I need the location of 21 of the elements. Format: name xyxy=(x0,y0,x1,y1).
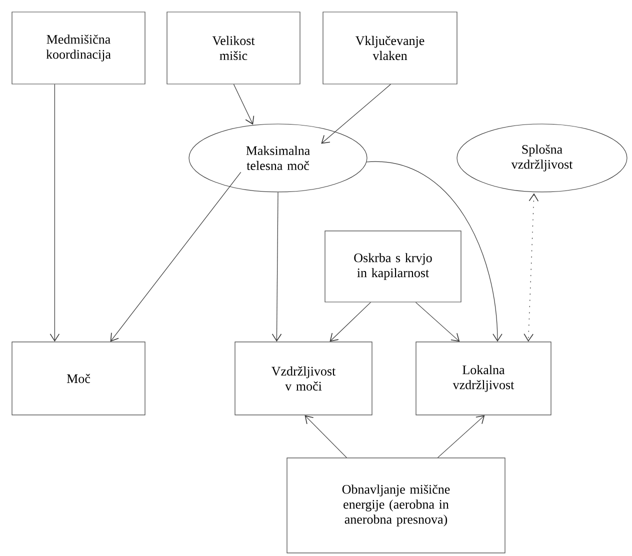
arrow xyxy=(415,302,460,342)
process-box: Obnavljanje mišične energije (aerobna in anerobna presnova) xyxy=(286,458,506,554)
ellipse-node: Maksimalna telesna moč xyxy=(188,124,368,192)
process-box: Moč xyxy=(12,342,146,416)
arrow xyxy=(304,415,347,458)
arrow xyxy=(524,193,539,342)
arrow xyxy=(50,84,60,342)
ellipse-node: Splošna vzdržljivost xyxy=(456,124,628,192)
arrow xyxy=(330,302,371,342)
arrow xyxy=(110,172,242,342)
process-box: Oskrba s krvjo in kapilarnost xyxy=(324,230,462,302)
arrow xyxy=(233,84,254,125)
process-box: Velikost mišic xyxy=(166,12,300,84)
arrow xyxy=(437,415,485,458)
arrow xyxy=(366,162,502,342)
process-box: Vzdržljivost v moči xyxy=(234,342,372,416)
arrow xyxy=(272,192,282,342)
process-box: Medmišična koordinacija xyxy=(12,12,146,84)
process-box: Vključevanje vlaken xyxy=(322,12,458,84)
arrow xyxy=(321,84,391,144)
process-box: Lokalna vzdržljivost xyxy=(416,342,552,416)
